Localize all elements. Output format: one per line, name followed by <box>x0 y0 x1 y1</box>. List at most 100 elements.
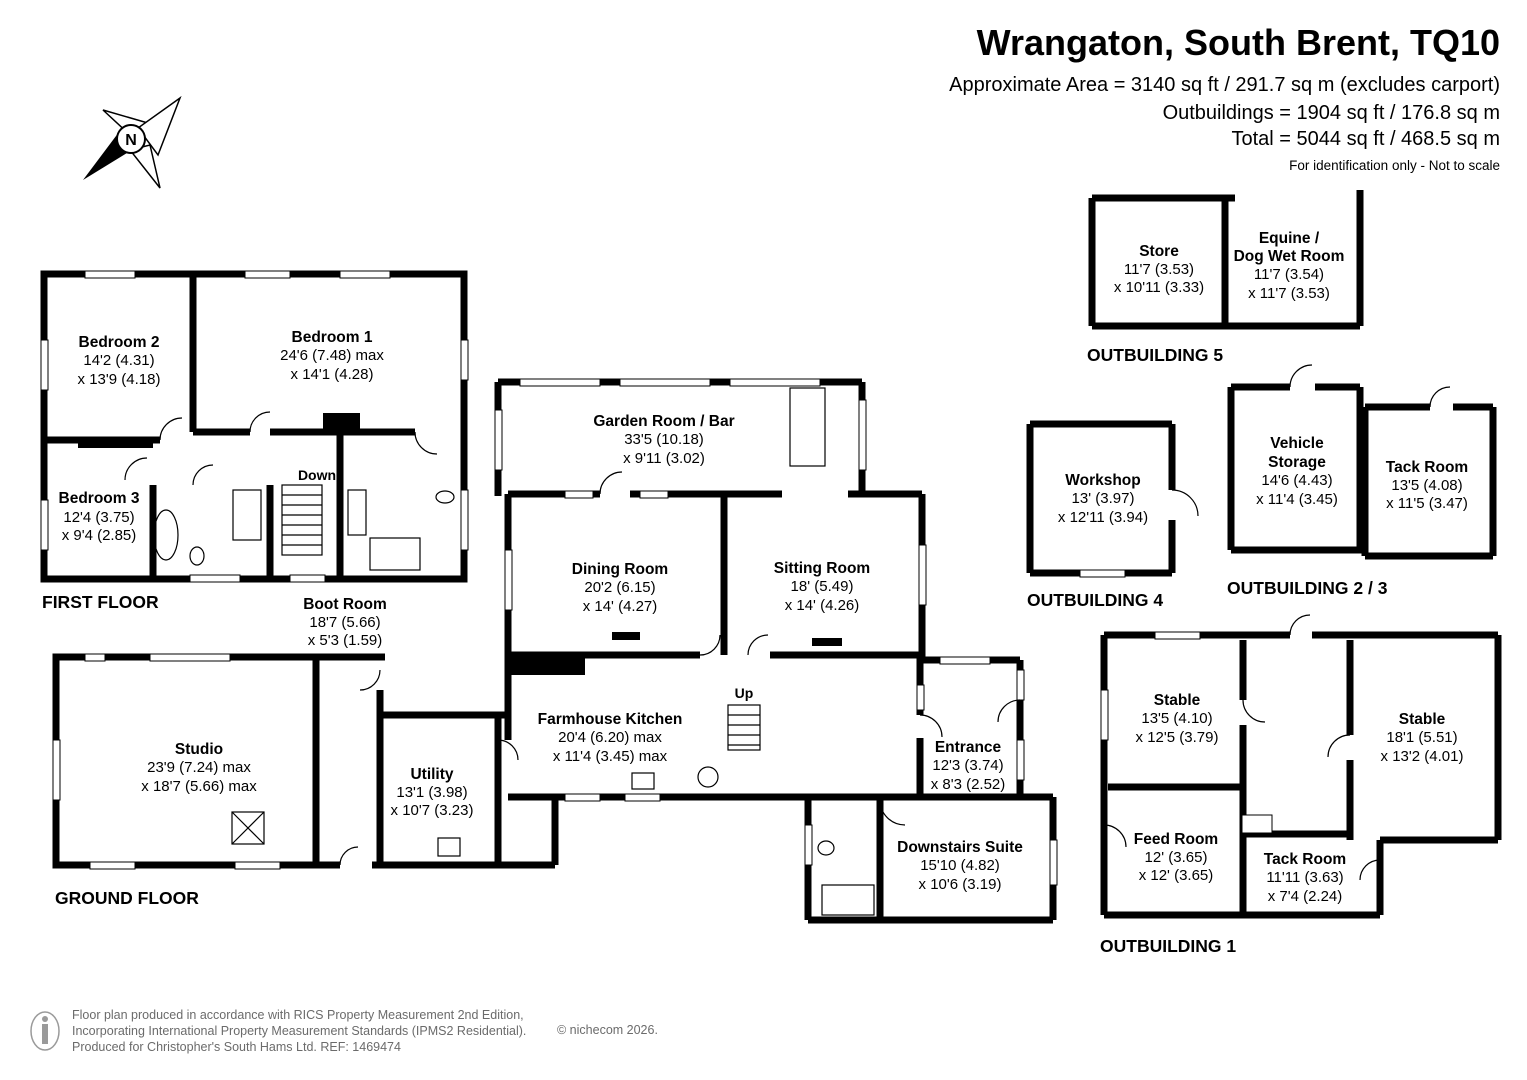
svg-text:14'6 (4.43): 14'6 (4.43) <box>1261 472 1332 489</box>
svg-text:Garden Room / Bar: Garden Room / Bar <box>593 413 734 430</box>
room-feed-room: Feed Room 12' (3.65) x 12' (3.65) <box>1134 831 1218 884</box>
svg-text:Stable: Stable <box>1399 711 1446 728</box>
room-studio: Studio 23'9 (7.24) max x 18'7 (5.66) max <box>141 741 257 795</box>
room-entrance: Entrance 12'3 (3.74) x 8'3 (2.52) <box>931 739 1006 793</box>
svg-text:Tack Room: Tack Room <box>1386 459 1468 476</box>
svg-text:Bedroom 1: Bedroom 1 <box>292 329 373 346</box>
outbuildings-area: Outbuildings = 1904 sq ft / 176.8 sq m <box>1162 102 1500 124</box>
svg-text:Feed Room: Feed Room <box>1134 831 1218 848</box>
approximate-area: Approximate Area = 3140 sq ft / 291.7 sq… <box>949 74 1500 96</box>
room-sitting-room: Sitting Room 18' (5.49) x 14' (4.26) <box>774 560 870 614</box>
svg-text:x 12'5 (3.79): x 12'5 (3.79) <box>1136 729 1219 746</box>
stairs-down-label: Down <box>298 467 336 483</box>
svg-text:18'1 (5.51): 18'1 (5.51) <box>1386 729 1457 746</box>
svg-text:18' (5.49): 18' (5.49) <box>791 578 854 595</box>
svg-text:Dining Room: Dining Room <box>572 561 668 578</box>
svg-text:Dog Wet Room: Dog Wet Room <box>1234 248 1345 265</box>
room-equine-dog-wet-room: Equine / Dog Wet Room 11'7 (3.54) x 11'7… <box>1234 230 1345 302</box>
person-measure-icon <box>30 1011 60 1051</box>
room-stable-right: Stable 18'1 (5.51) x 13'2 (4.01) <box>1381 711 1464 765</box>
svg-text:12'3 (3.74): 12'3 (3.74) <box>932 757 1003 774</box>
svg-text:Bedroom 2: Bedroom 2 <box>79 334 160 351</box>
svg-text:x 11'5 (3.47): x 11'5 (3.47) <box>1386 495 1468 512</box>
svg-text:x 9'11 (3.02): x 9'11 (3.02) <box>623 450 705 467</box>
svg-text:24'6 (7.48) max: 24'6 (7.48) max <box>280 347 384 364</box>
svg-text:14'2 (4.31): 14'2 (4.31) <box>83 352 154 369</box>
svg-text:x 11'4 (3.45) max: x 11'4 (3.45) max <box>553 748 668 765</box>
footer-line-1: Floor plan produced in accordance with R… <box>72 1008 524 1022</box>
suite-basin-icon <box>817 840 835 856</box>
outbuilding-2-3-label: OUTBUILDING 2 / 3 <box>1227 578 1388 598</box>
skylight-icon <box>231 811 265 845</box>
svg-text:x 14' (4.26): x 14' (4.26) <box>785 597 860 614</box>
ground-floor-label: GROUND FLOOR <box>55 888 199 908</box>
room-tack-room-1: Tack Room 11'11 (3.63) x 7'4 (2.24) <box>1264 851 1346 905</box>
svg-text:12' (3.65): 12' (3.65) <box>1145 849 1208 866</box>
appliance-icon <box>437 837 461 857</box>
outbuilding-4-label: OUTBUILDING 4 <box>1027 590 1163 610</box>
room-downstairs-suite: Downstairs Suite 15'10 (4.82) x 10'6 (3.… <box>897 839 1023 893</box>
svg-text:Vehicle: Vehicle <box>1270 435 1324 452</box>
room-workshop: Workshop 13' (3.97) x 12'11 (3.94) <box>1058 472 1148 526</box>
room-utility: Utility 13'1 (3.98) x 10'7 (3.23) <box>391 766 474 819</box>
svg-text:x 8'3 (2.52): x 8'3 (2.52) <box>931 776 1006 793</box>
svg-text:13' (3.97): 13' (3.97) <box>1072 490 1135 507</box>
svg-text:13'5 (4.08): 13'5 (4.08) <box>1391 477 1462 494</box>
svg-text:15'10 (4.82): 15'10 (4.82) <box>920 857 1000 874</box>
svg-text:x 12'11 (3.94): x 12'11 (3.94) <box>1058 509 1148 526</box>
room-bedroom-1: Bedroom 1 24'6 (7.48) max x 14'1 (4.28) <box>280 329 384 383</box>
svg-text:x 10'11 (3.33): x 10'11 (3.33) <box>1114 279 1204 296</box>
suite-shower-icon <box>821 884 875 916</box>
footer-line-2: Incorporating International Property Mea… <box>72 1024 527 1038</box>
svg-text:x 12' (3.65): x 12' (3.65) <box>1139 867 1214 884</box>
svg-text:20'2 (6.15): 20'2 (6.15) <box>584 579 655 596</box>
outbuilding-5-label: OUTBUILDING 5 <box>1087 345 1223 365</box>
svg-text:x 10'6 (3.19): x 10'6 (3.19) <box>919 876 1002 893</box>
svg-text:Utility: Utility <box>410 766 453 783</box>
compass-icon: N <box>83 95 182 189</box>
svg-text:Studio: Studio <box>175 741 223 758</box>
svg-text:x 5'3 (1.59): x 5'3 (1.59) <box>308 632 383 649</box>
svg-text:x 11'4 (3.45): x 11'4 (3.45) <box>1256 491 1338 508</box>
room-vehicle-storage: Vehicle Storage 14'6 (4.43) x 11'4 (3.45… <box>1256 435 1338 508</box>
svg-text:33'5 (10.18): 33'5 (10.18) <box>624 431 704 448</box>
svg-text:x 9'4 (2.85): x 9'4 (2.85) <box>62 527 137 544</box>
bath-icon <box>153 509 179 561</box>
room-boot-room: Boot Room 18'7 (5.66) x 5'3 (1.59) <box>303 596 387 649</box>
compass-north-label: N <box>125 132 137 149</box>
shower-tray-icon <box>369 537 421 571</box>
identification-note: For identification only - Not to scale <box>1289 158 1500 173</box>
svg-text:18'7 (5.66): 18'7 (5.66) <box>309 614 380 631</box>
svg-text:Farmhouse Kitchen: Farmhouse Kitchen <box>538 711 683 728</box>
brand-copyright: © nichecom 2026. <box>557 1023 658 1037</box>
svg-text:Bedroom 3: Bedroom 3 <box>59 490 140 507</box>
svg-text:x 13'2 (4.01): x 13'2 (4.01) <box>1381 748 1464 765</box>
room-dining-room: Dining Room 20'2 (6.15) x 14' (4.27) <box>572 561 668 615</box>
sink-icon <box>631 772 655 790</box>
room-farmhouse-kitchen: Farmhouse Kitchen 20'4 (6.20) max x 11'4… <box>538 711 683 765</box>
shower-icon <box>232 489 262 541</box>
svg-text:Storage: Storage <box>1268 454 1326 471</box>
svg-text:Boot Room: Boot Room <box>303 596 387 613</box>
svg-text:13'1 (3.98): 13'1 (3.98) <box>396 784 467 801</box>
stairs-up-label: Up <box>735 685 754 701</box>
outbuilding-1-label: OUTBUILDING 1 <box>1100 936 1236 956</box>
first-floor-label: FIRST FLOOR <box>42 592 159 612</box>
room-stable-left: Stable 13'5 (4.10) x 12'5 (3.79) <box>1136 692 1219 746</box>
svg-text:Equine /: Equine / <box>1259 230 1320 247</box>
svg-text:x 14'1 (4.28): x 14'1 (4.28) <box>291 366 374 383</box>
svg-text:x 18'7 (5.66) max: x 18'7 (5.66) max <box>141 778 257 795</box>
hob-icon <box>697 766 719 788</box>
svg-text:Downstairs Suite: Downstairs Suite <box>897 839 1023 856</box>
svg-text:x 7'4 (2.24): x 7'4 (2.24) <box>1268 888 1343 905</box>
room-garden-room-bar: Garden Room / Bar 33'5 (10.18) x 9'11 (3… <box>593 413 734 467</box>
room-store: Store 11'7 (3.53) x 10'11 (3.33) <box>1114 243 1204 296</box>
svg-text:x 10'7 (3.23): x 10'7 (3.23) <box>391 802 474 819</box>
svg-text:12'4 (3.75): 12'4 (3.75) <box>63 509 134 526</box>
property-title: Wrangaton, South Brent, TQ10 <box>976 22 1500 63</box>
ensuite-toilet-icon <box>435 490 455 504</box>
svg-text:13'5 (4.10): 13'5 (4.10) <box>1141 710 1212 727</box>
footer-line-3: Produced for Christopher's South Hams Lt… <box>72 1040 401 1054</box>
footer-notes: Floor plan produced in accordance with R… <box>72 1007 526 1055</box>
